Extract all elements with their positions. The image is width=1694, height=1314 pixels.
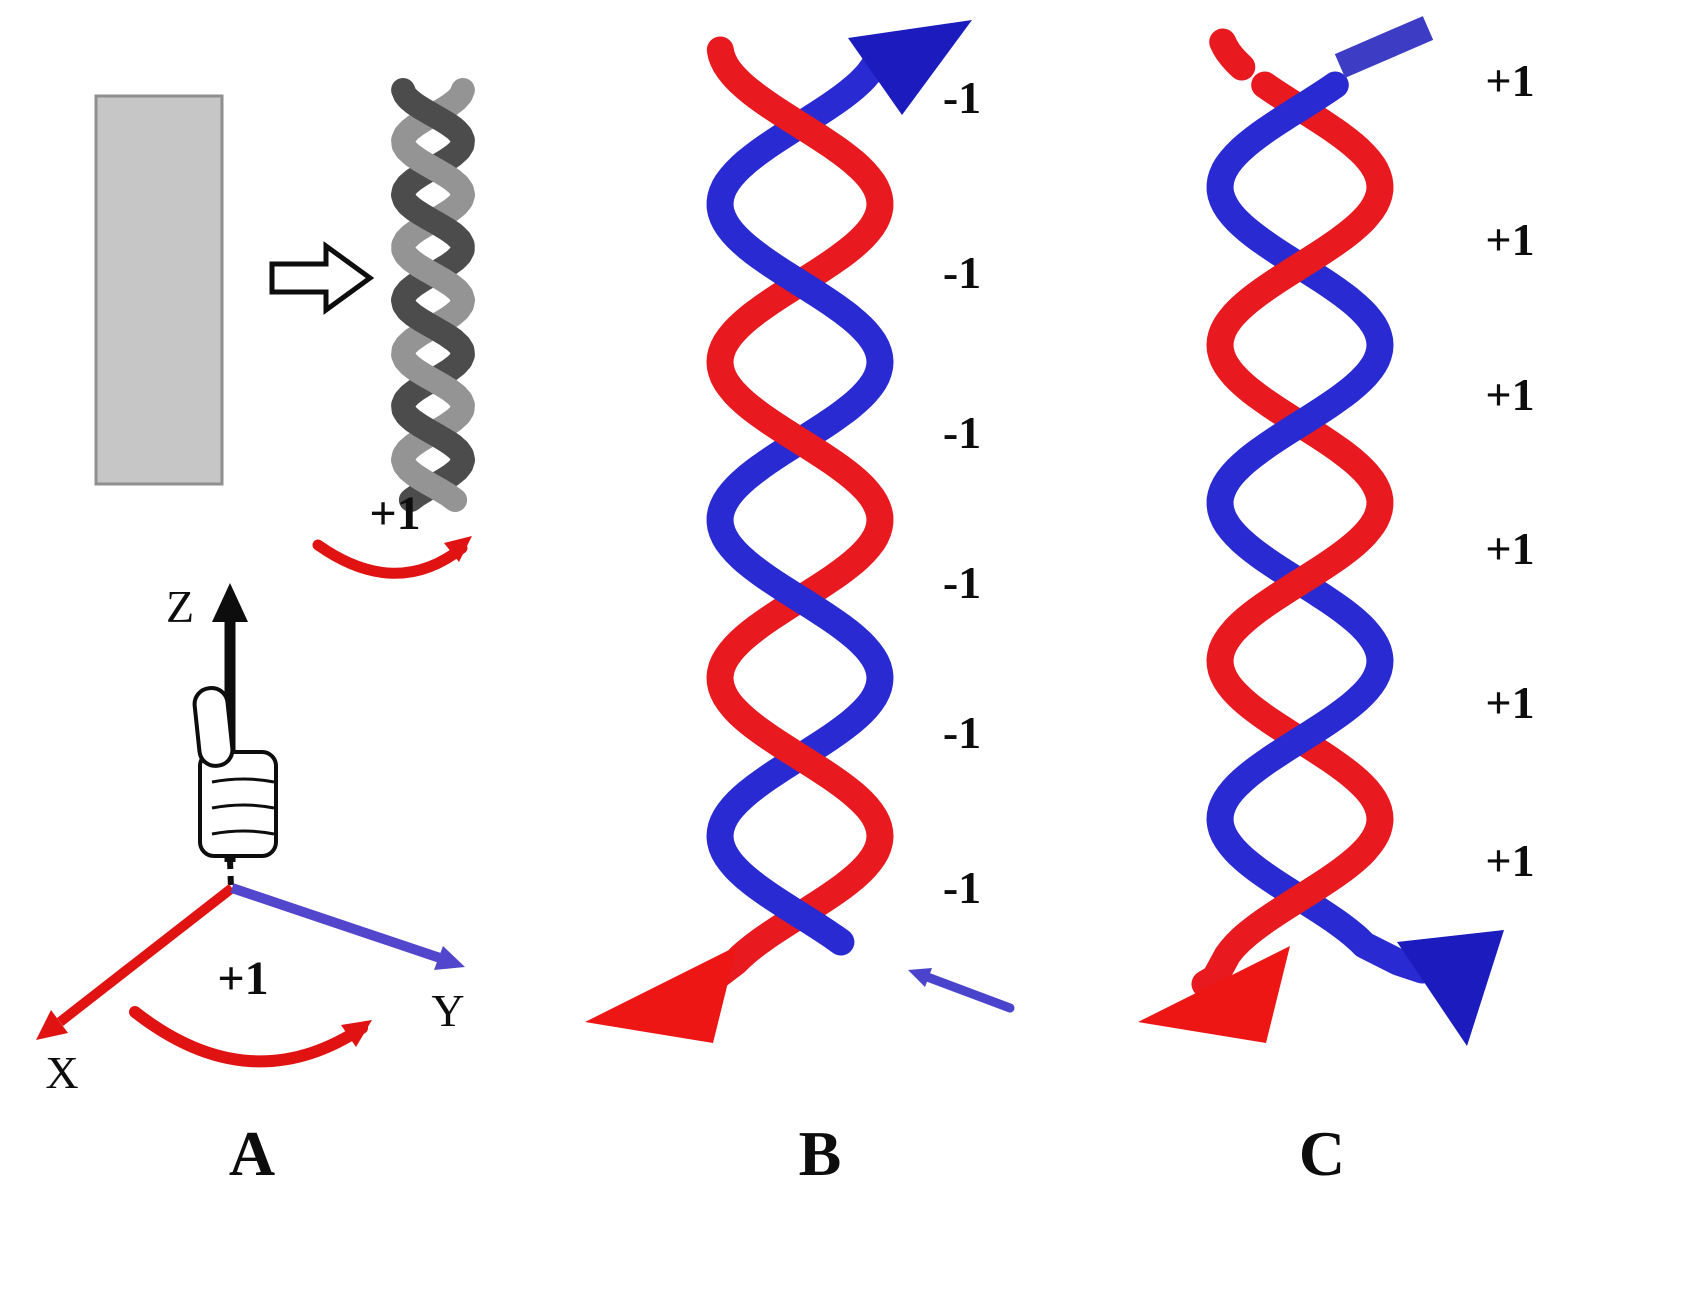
b-blue-top-arrowhead [848, 20, 972, 115]
helix-b [686, 36, 894, 1001]
c-red-bottom-arrowhead [1138, 946, 1290, 1043]
hand-thumb [192, 686, 235, 768]
helixB-strand2 [706, 48, 894, 956]
hand-finger-line [211, 777, 275, 784]
c-blue-top-stub [1334, 16, 1434, 78]
y-axis-line [230, 883, 442, 963]
c-crossing-label: +1 [1485, 523, 1535, 574]
twist-plus-one-label: +1 [369, 487, 421, 540]
rod-rect [94, 94, 224, 486]
c-crossing-label: +1 [1485, 369, 1535, 420]
transform-arrow-icon [269, 241, 375, 315]
helixC-strand1-stub [1209, 28, 1256, 81]
panel-a-art [36, 78, 475, 1068]
b-crossing-label: -1 [942, 407, 982, 458]
z-axis-label: Z [165, 581, 195, 632]
panel-c-art [1138, 16, 1504, 1046]
b-crossing-label: -1 [942, 862, 982, 913]
c-blue-bottom-arrowhead [1397, 930, 1504, 1046]
helixB-strand1 [686, 78, 894, 1001]
twisted-fiber [391, 78, 475, 512]
helixB-crossing-patch [721, 379, 878, 502]
b-red-bottom-arrowhead [585, 946, 737, 1043]
z-axis-arrowhead [212, 583, 248, 622]
x-axis-line [56, 884, 236, 1026]
x-axis-arrowhead [36, 1010, 68, 1040]
panel-b-art [585, 20, 1015, 1043]
helixB-crossing-patch [721, 63, 878, 186]
y-axis-label: Y [431, 985, 465, 1036]
rotation-arc-axes [129, 1006, 368, 1068]
origin-dashed-line [227, 859, 234, 889]
helixC-crossing-patch [1222, 836, 1379, 959]
panel-a-letter: A [228, 1118, 276, 1189]
y-axis-arrowhead [434, 946, 465, 970]
helix-c [1191, 28, 1436, 998]
helixC-strand2 [1206, 71, 1436, 984]
panel-c-letter: C [1298, 1118, 1346, 1189]
c-crossing-label: +1 [1485, 55, 1535, 106]
hand-finger-line [211, 829, 275, 836]
c-crossing-label: +1 [1485, 214, 1535, 265]
c-crossing-label: +1 [1485, 677, 1535, 728]
thumbs-up-hand-icon [192, 686, 278, 858]
b-blue-bottom-arrow-line [917, 970, 1015, 1013]
helixC-crossing-patch [1222, 520, 1379, 643]
helixC-crossing-patch [1222, 204, 1379, 327]
c-crossing-label: +1 [1485, 835, 1535, 886]
helixA-crossing-patch [395, 404, 466, 458]
b-crossing-label: -1 [942, 247, 982, 298]
b-crossing-label: -1 [942, 557, 982, 608]
rotation-arc-top [312, 539, 468, 579]
helixA-crossing-patch [395, 298, 466, 352]
helixA-crossing-patch [395, 192, 466, 246]
hand-finger-line [211, 803, 275, 810]
rotation-plus-one-label: +1 [217, 952, 269, 1005]
helixB-crossing-patch [721, 695, 878, 818]
rotation-arc-axes-arrowhead [341, 1020, 372, 1047]
x-axis-label: X [45, 1047, 79, 1098]
b-crossing-label: -1 [942, 707, 982, 758]
panel-b-letter: B [798, 1118, 842, 1189]
helixA-crossing-patch [395, 86, 466, 140]
rotation-arc-top-arrowhead [444, 536, 472, 562]
b-crossing-label: -1 [942, 72, 982, 123]
b-blue-bottom-arrowhead-small [908, 968, 932, 987]
